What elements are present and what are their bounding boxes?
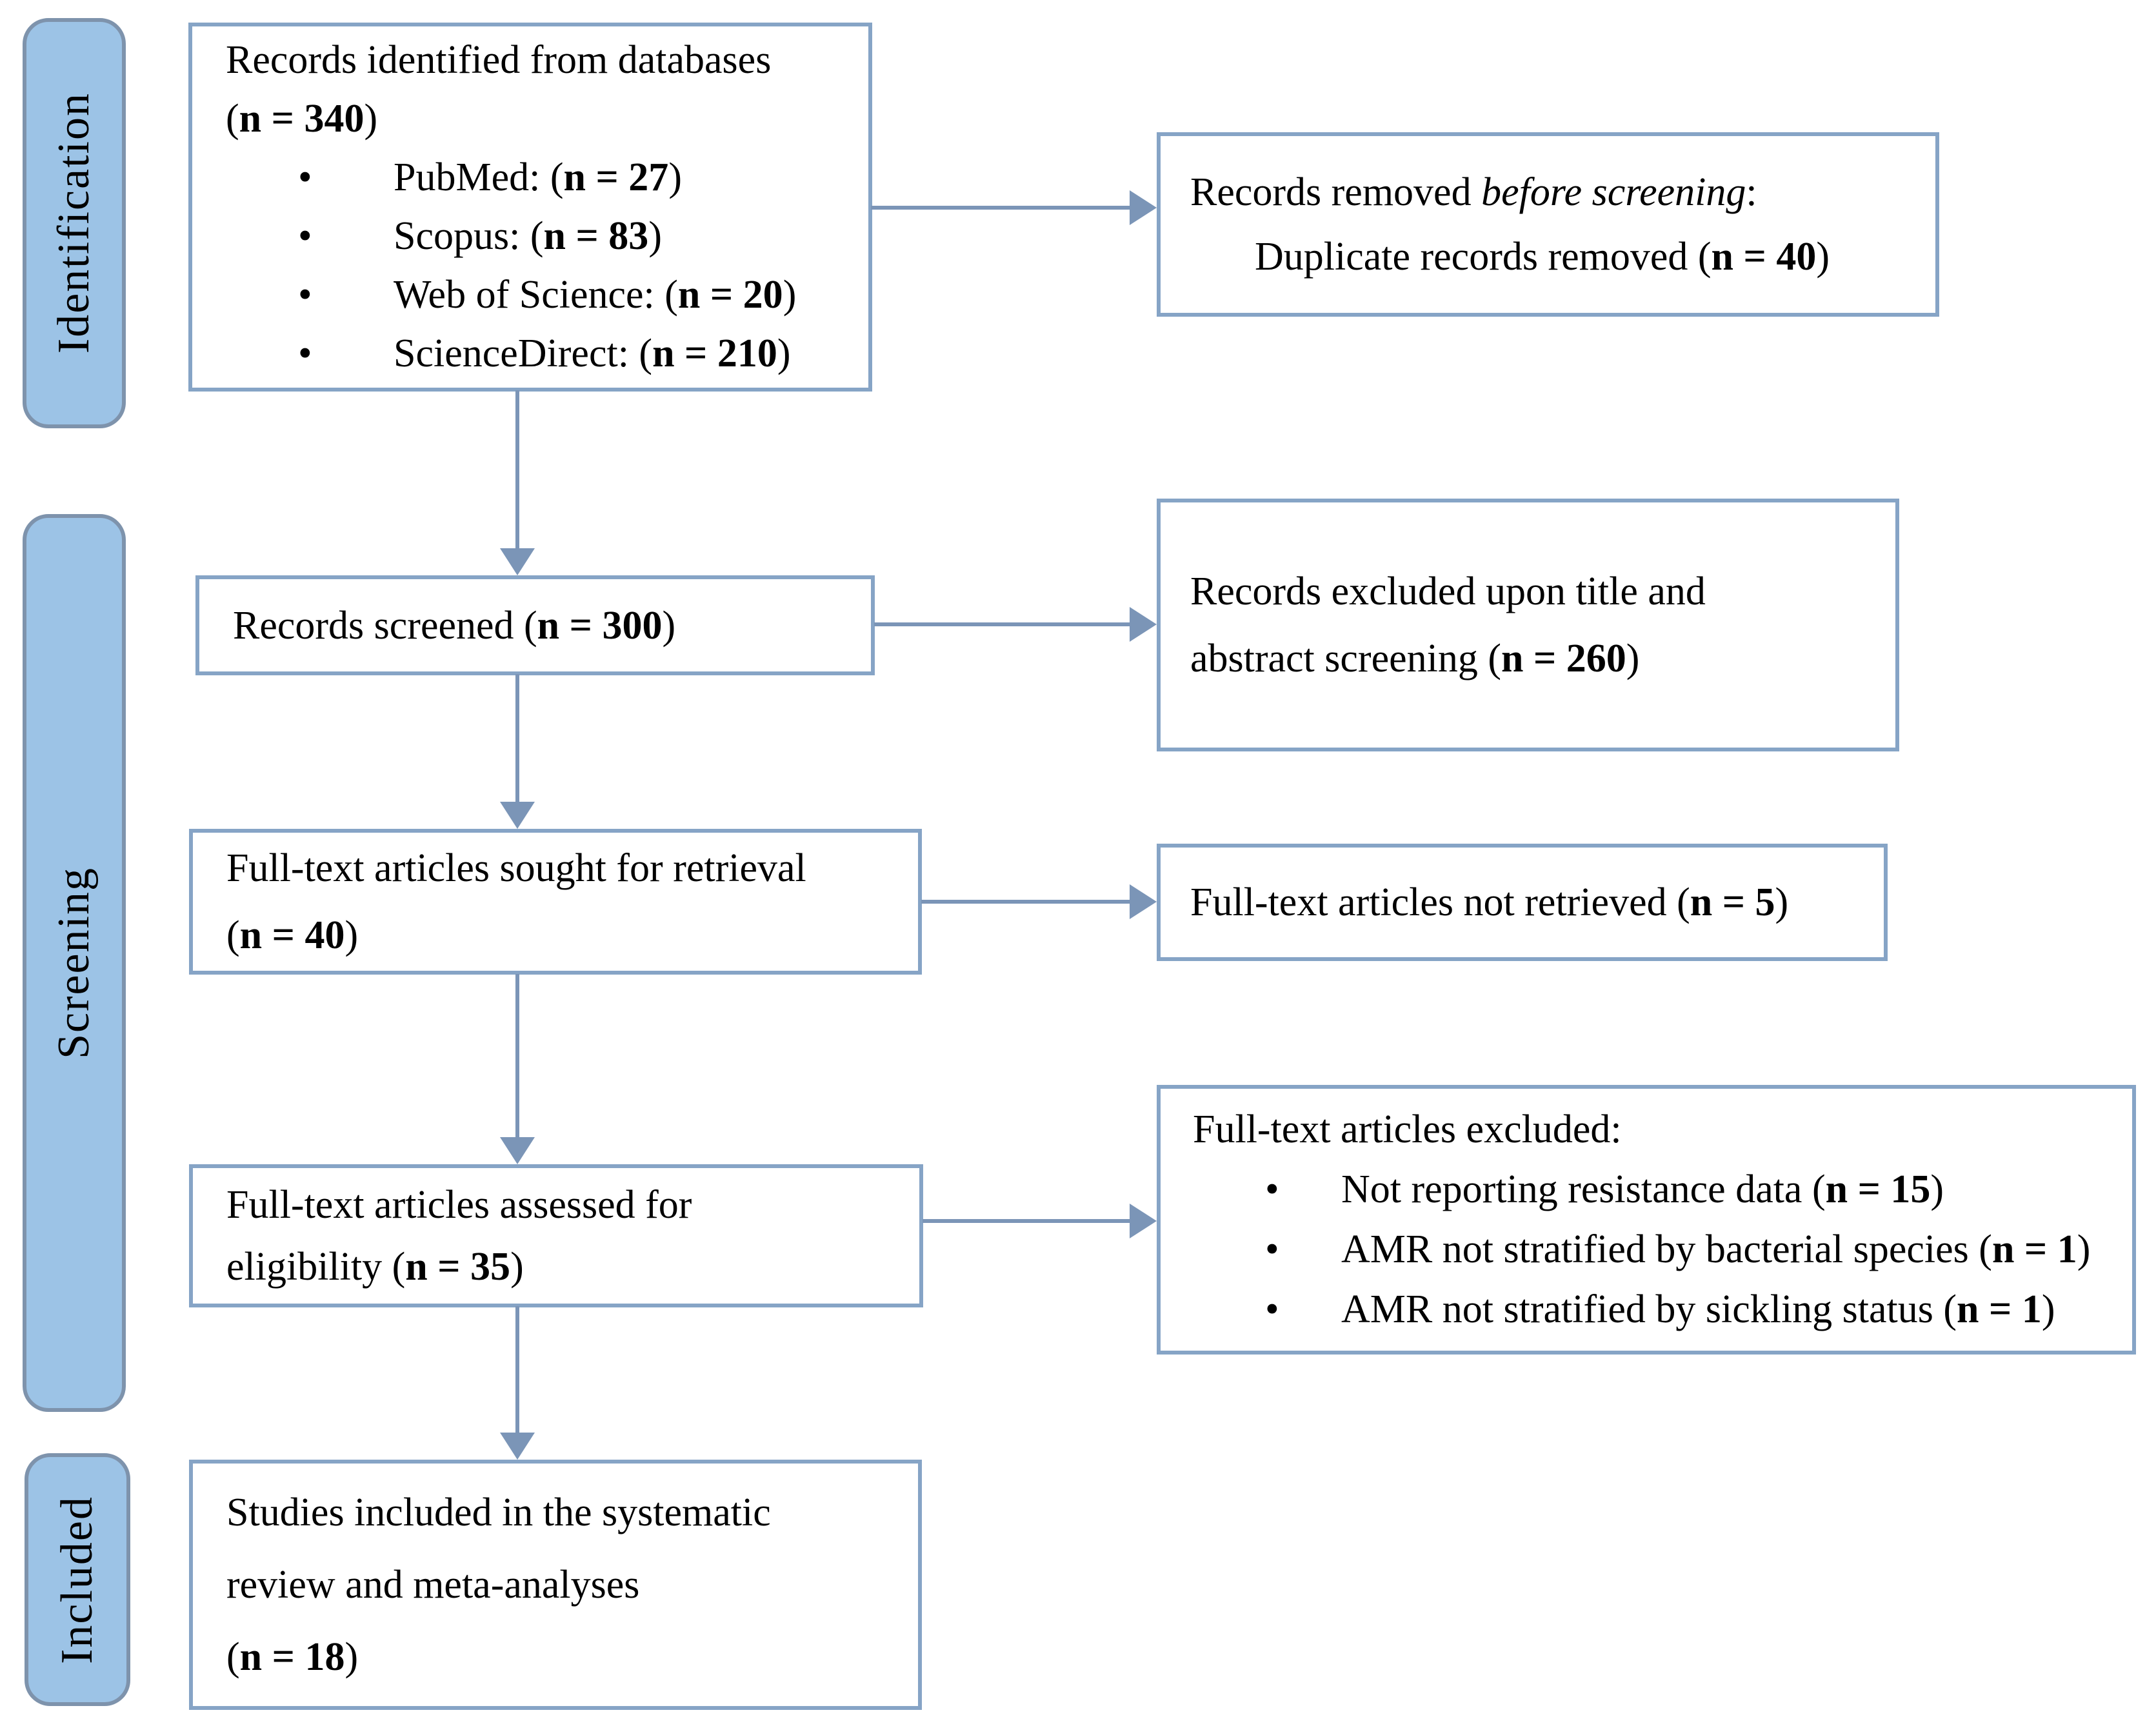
bullet-icon: •	[1265, 1227, 1279, 1271]
text-line: Full-text articles sought for retrieval	[226, 846, 806, 890]
text-line: review and meta-analyses	[226, 1563, 640, 1607]
box-fulltext-not-retrieved: Full-text articles not retrieved (n = 5)	[1157, 844, 1888, 961]
box-fulltext-excluded: Full-text articles excluded: •Not reporti…	[1157, 1085, 2136, 1355]
text-line: Records excluded upon title and	[1190, 570, 1706, 613]
arrow-identified-to-removed-line	[871, 206, 1133, 210]
arrow-identified-to-removed-head-icon	[1130, 190, 1157, 225]
stage-included: Included	[25, 1453, 130, 1706]
arrow-assessed-to-included-line	[515, 1306, 519, 1434]
text-line: •Scopus: (n = 83)	[226, 207, 868, 266]
text-line: Studies included in the systematic	[226, 1491, 771, 1534]
box-records-removed-before-screening: Records removed before screening: Duplica…	[1157, 132, 1939, 317]
text-line: Full-text articles excluded:	[1193, 1107, 1622, 1151]
arrow-screened-to-excluded-head-icon	[1130, 607, 1157, 642]
text-line: Records screened (n = 300)	[233, 603, 676, 648]
text-line: •Web of Science: (n = 20)	[226, 266, 868, 324]
text-line: eligibility (n = 35)	[226, 1245, 524, 1289]
bullet-icon: •	[298, 273, 312, 317]
box-records-identified: Records identified from databases (n = 34…	[188, 23, 872, 392]
box-records-excluded-title-abstract: Records excluded upon title and abstract …	[1157, 499, 1899, 751]
box-records-screened: Records screened (n = 300)	[195, 575, 875, 675]
arrow-assessed-to-included-head-icon	[500, 1433, 535, 1460]
text-line: Records removed before screening:	[1190, 170, 1757, 214]
bullet-icon: •	[298, 155, 312, 199]
bullet-icon: •	[298, 332, 312, 375]
stage-identification: Identification	[23, 18, 126, 428]
arrow-sought-to-not-retrieved-head-icon	[1130, 884, 1157, 919]
bullet-icon: •	[1265, 1167, 1279, 1211]
text-line: Full-text articles not retrieved (n = 5)	[1190, 880, 1789, 924]
box-studies-included: Studies included in the systematic review…	[189, 1460, 922, 1710]
stage-screening-label: Screening	[49, 867, 99, 1059]
text-line: (n = 340)	[226, 97, 378, 141]
box-fulltext-sought: Full-text articles sought for retrieval (…	[189, 829, 922, 975]
stage-included-label: Included	[52, 1495, 102, 1664]
arrow-screened-to-excluded-line	[874, 622, 1133, 626]
text-line: Duplicate records removed (n = 40)	[1255, 235, 1830, 279]
bullet-icon: •	[1265, 1287, 1279, 1331]
text-line: •AMR not stratified by bacterial species…	[1193, 1220, 2132, 1280]
text-line: •PubMed: (n = 27)	[226, 148, 868, 207]
arrow-identified-to-screened-head-icon	[500, 548, 535, 575]
text-line: abstract screening (n = 260)	[1190, 637, 1640, 680]
text-line: •ScienceDirect: (n = 210)	[226, 324, 868, 383]
text-line: •Not reporting resistance data (n = 15)	[1193, 1160, 2132, 1220]
bullet-icon: •	[298, 214, 312, 258]
text-line: (n = 40)	[226, 913, 359, 957]
text-line: Records identified from databases	[226, 38, 772, 82]
stage-screening: Screening	[23, 514, 126, 1412]
arrow-screened-to-sought-head-icon	[500, 802, 535, 829]
arrow-sought-to-assessed-head-icon	[500, 1137, 535, 1164]
stage-identification-label: Identification	[49, 92, 99, 354]
arrow-identified-to-screened-line	[515, 390, 519, 550]
box-fulltext-assessed: Full-text articles assessed for eligibili…	[189, 1164, 923, 1307]
arrow-sought-to-not-retrieved-line	[921, 900, 1133, 904]
arrow-screened-to-sought-line	[515, 674, 519, 803]
text-line: Full-text articles assessed for	[226, 1183, 692, 1227]
arrow-assessed-to-excluded-head-icon	[1130, 1204, 1157, 1238]
text-line: •AMR not stratified by sickling status (…	[1193, 1280, 2132, 1340]
arrow-assessed-to-excluded-line	[923, 1219, 1133, 1223]
arrow-sought-to-assessed-line	[515, 974, 519, 1138]
text-line: (n = 18)	[226, 1635, 359, 1679]
